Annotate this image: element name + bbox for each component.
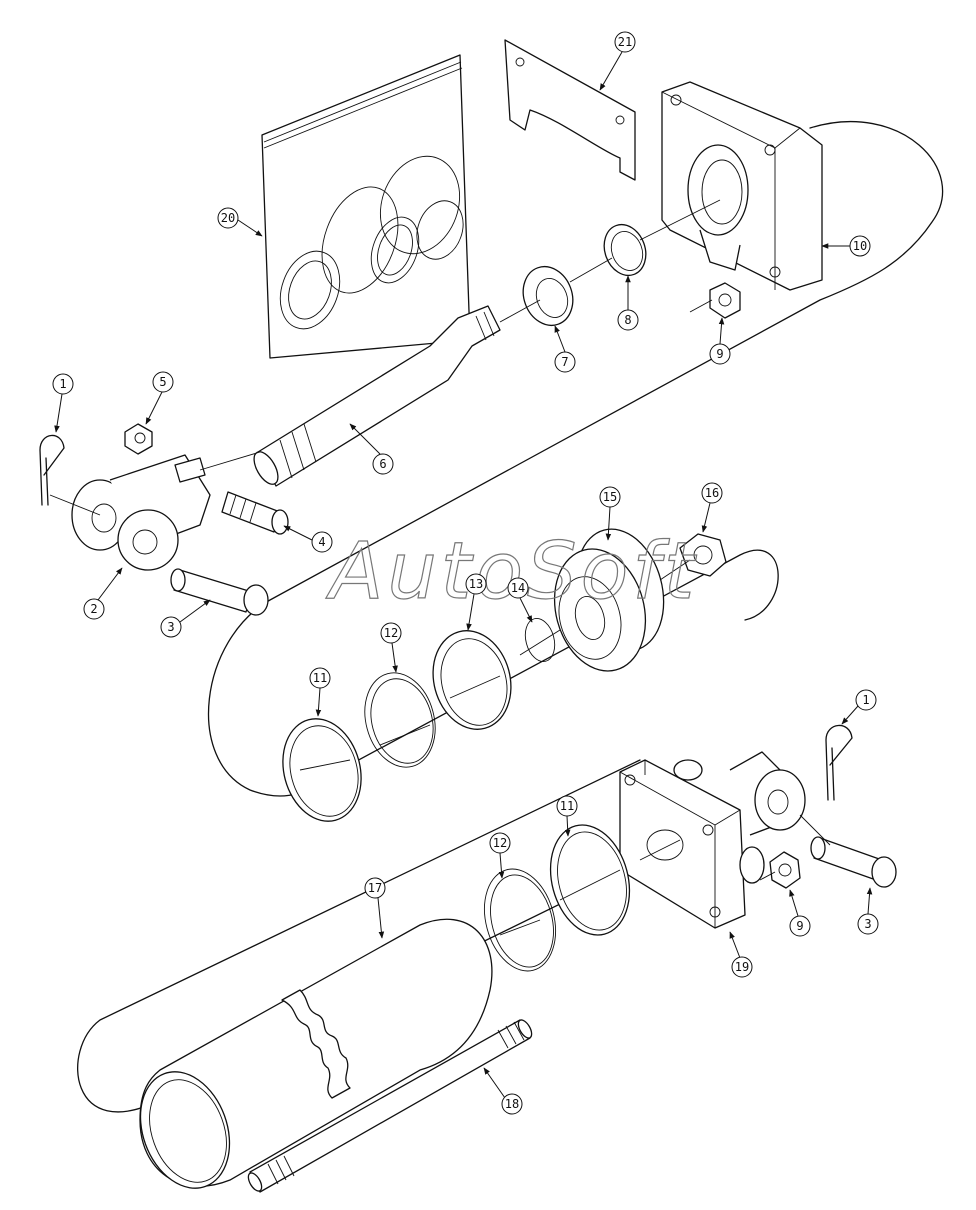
callout-9-lower: 9 — [789, 889, 811, 937]
svg-text:12: 12 — [384, 626, 398, 640]
svg-text:16: 16 — [705, 486, 719, 500]
callout-9-upper: 9 — [709, 317, 731, 365]
clevis-pin-upper — [170, 568, 269, 616]
callout-3-lower: 3 — [857, 887, 879, 935]
hex-nut-upper — [709, 282, 741, 319]
callout-12-lower: 12 — [489, 832, 511, 879]
small-o-ring — [524, 617, 556, 663]
callout-20: 20 — [217, 207, 263, 237]
svg-text:14: 14 — [511, 581, 525, 595]
svg-text:1: 1 — [862, 693, 869, 707]
piston-rod — [253, 305, 501, 487]
svg-text:11: 11 — [313, 671, 327, 685]
svg-text:13: 13 — [469, 577, 483, 591]
svg-text:11: 11 — [560, 799, 574, 813]
backup-ring-upper — [364, 672, 436, 768]
callout-10: 10 — [821, 235, 871, 257]
callout-2: 2 — [83, 567, 123, 620]
svg-text:10: 10 — [853, 239, 867, 253]
clevis — [71, 454, 211, 571]
svg-text:19: 19 — [735, 960, 749, 974]
hex-nut-lower — [769, 851, 801, 889]
seal-kit-bag — [261, 54, 471, 359]
hitch-pin-lower — [825, 724, 853, 801]
callout-14: 14 — [507, 577, 533, 623]
callout-1-lower: 1 — [841, 689, 877, 725]
tie-rod — [247, 1019, 533, 1193]
callout-13: 13 — [465, 573, 487, 631]
lock-nut — [679, 533, 727, 577]
callout-17: 17 — [364, 877, 386, 939]
callout-12-upper: 12 — [380, 622, 402, 673]
svg-text:7: 7 — [561, 355, 568, 369]
svg-text:21: 21 — [618, 35, 632, 49]
svg-text:17: 17 — [368, 881, 382, 895]
hitch-pin-upper — [39, 434, 65, 506]
callout-18: 18 — [483, 1067, 523, 1115]
o-ring-lower — [549, 824, 631, 936]
svg-text:1: 1 — [59, 377, 66, 391]
base-end-cap — [619, 751, 806, 929]
svg-text:20: 20 — [221, 211, 235, 225]
watermark: AutoSoft — [325, 527, 698, 617]
callout-8: 8 — [617, 275, 639, 331]
callout-7: 7 — [554, 325, 576, 373]
callout-6: 6 — [349, 423, 394, 475]
callout-3-upper: 3 — [160, 599, 211, 638]
callout-15: 15 — [599, 486, 621, 541]
svg-text:9: 9 — [796, 919, 803, 933]
svg-text:3: 3 — [167, 620, 174, 634]
svg-text:5: 5 — [159, 375, 166, 389]
small-nut — [124, 423, 153, 455]
clevis-pin-lower — [810, 836, 897, 888]
svg-text:4: 4 — [318, 535, 325, 549]
svg-text:12: 12 — [493, 836, 507, 850]
backup-ring-lower — [484, 868, 556, 972]
callout-1-upper: 1 — [52, 373, 74, 433]
o-ring — [603, 223, 647, 277]
assembly-outline-lower — [77, 759, 661, 1113]
gasket-plate — [504, 39, 636, 181]
cylinder-tube — [139, 918, 493, 1189]
assembly-axis-lines — [49, 199, 831, 936]
svg-text:6: 6 — [379, 457, 386, 471]
piston — [553, 528, 665, 672]
o-ring-upper — [282, 718, 362, 822]
callout-4: 4 — [283, 525, 333, 553]
svg-text:2: 2 — [90, 602, 97, 616]
svg-text:8: 8 — [624, 313, 631, 327]
callout-19: 19 — [729, 931, 753, 978]
callout-5: 5 — [145, 371, 174, 425]
set-screw — [221, 491, 289, 535]
callout-16: 16 — [701, 482, 723, 533]
svg-text:15: 15 — [603, 490, 617, 504]
callout-11-lower: 11 — [556, 795, 578, 837]
piston-seal — [432, 630, 512, 730]
svg-text:3: 3 — [864, 917, 871, 931]
assembly-outline-upper — [208, 121, 944, 797]
callout-11-upper: 11 — [309, 667, 331, 717]
svg-text:9: 9 — [716, 347, 723, 361]
head-block — [661, 81, 823, 291]
rod-wiper — [522, 265, 574, 327]
callout-21: 21 — [599, 31, 636, 91]
svg-text:18: 18 — [505, 1097, 519, 1111]
